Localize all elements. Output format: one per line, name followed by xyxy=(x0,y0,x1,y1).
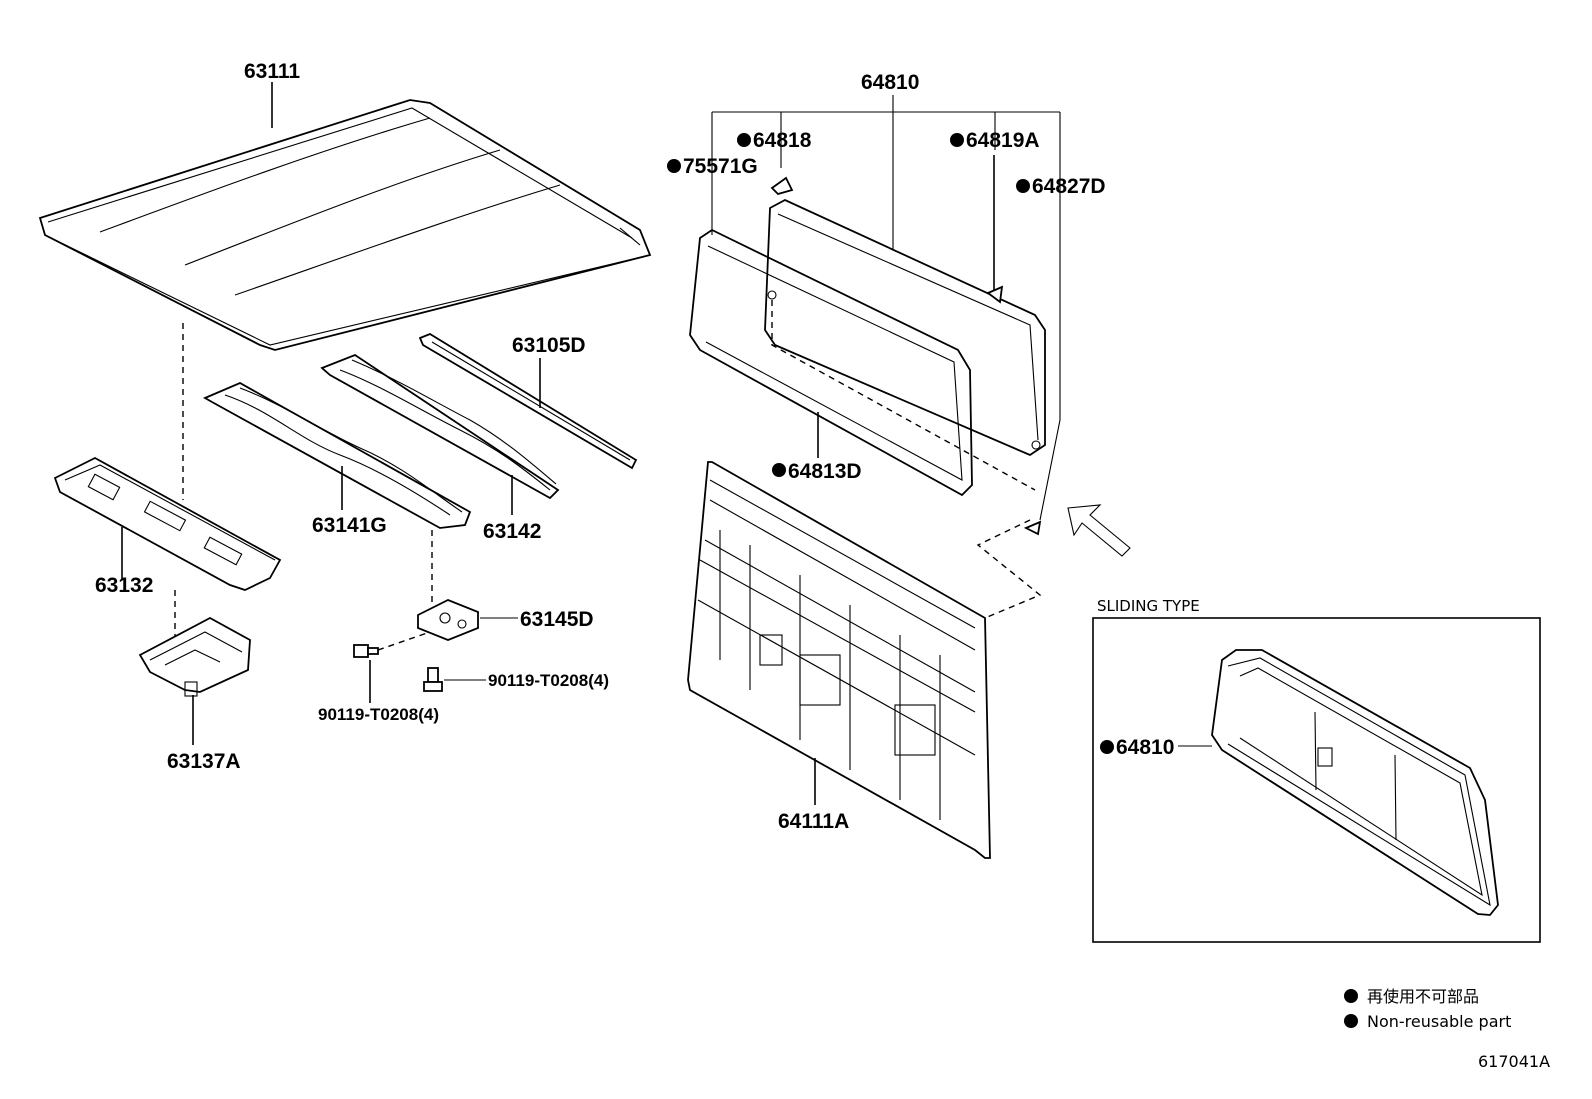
bolt-90119-b xyxy=(423,667,443,692)
label-63105D: 63105D xyxy=(512,334,586,357)
label-64810-sliding: 64810 xyxy=(1116,736,1174,759)
front-header-63132 xyxy=(53,456,282,591)
clip-64827D xyxy=(1023,520,1042,536)
label-64813D: 64813D xyxy=(788,460,862,483)
legend-dot-en xyxy=(1344,1014,1358,1028)
legend-en: Non-reusable part xyxy=(1367,1012,1511,1031)
bracket-63145D xyxy=(417,599,479,641)
dash-panel xyxy=(976,519,1042,619)
label-64819A: 64819A xyxy=(966,129,1040,152)
dash-glass xyxy=(771,300,1036,491)
legend-jp: 再使用不可部品 xyxy=(1367,987,1479,1006)
inset-title: SLIDING TYPE xyxy=(1097,597,1200,615)
legend-dot-jp xyxy=(1344,989,1358,1003)
label-63132: 63132 xyxy=(95,574,153,597)
label-63142: 63142 xyxy=(483,520,541,543)
weatherstrip-64813D xyxy=(689,228,973,497)
dot-64810-sliding xyxy=(1100,740,1114,754)
roof-panel-63111 xyxy=(38,99,652,351)
label-75571G: 75571G xyxy=(683,155,758,178)
label-64810: 64810 xyxy=(861,71,919,94)
label-64827D: 64827D xyxy=(1032,175,1106,198)
inset-frame xyxy=(1092,617,1541,943)
bracket-64810 xyxy=(711,95,1061,521)
back-panel-64111A xyxy=(687,461,991,859)
dot-64813D xyxy=(772,463,786,477)
reinforcement-63105D xyxy=(418,332,638,470)
sliding-glass-64810 xyxy=(1211,649,1499,916)
label-90119-b: 90119-T0208(4) xyxy=(488,671,609,690)
label-64818: 64818 xyxy=(753,129,812,152)
label-63137A: 63137A xyxy=(167,750,241,773)
label-63141G: 63141G xyxy=(312,514,387,537)
dot-75571G xyxy=(667,159,681,173)
view-arrow xyxy=(1067,504,1131,557)
label-64111A: 64111A xyxy=(778,810,849,833)
dash-bolt-a xyxy=(377,631,431,651)
clip-64818 xyxy=(770,176,794,196)
dot-64827D xyxy=(1016,179,1030,193)
label-63145D: 63145D xyxy=(520,608,594,631)
bolt-90119-a xyxy=(353,644,379,658)
bracket-63137A xyxy=(138,616,251,697)
figure-code: 617041A xyxy=(1478,1052,1550,1071)
roof-bow-63142 xyxy=(320,353,560,500)
dot-64818 xyxy=(737,133,751,147)
clip-64819A xyxy=(986,285,1004,304)
rear-glass-64810 xyxy=(764,198,1046,457)
dot-64819A xyxy=(950,133,964,147)
roof-bow-63141G xyxy=(202,381,472,529)
label-90119-a: 90119-T0208(4) xyxy=(318,705,439,724)
label-63111: 63111 xyxy=(244,60,300,83)
